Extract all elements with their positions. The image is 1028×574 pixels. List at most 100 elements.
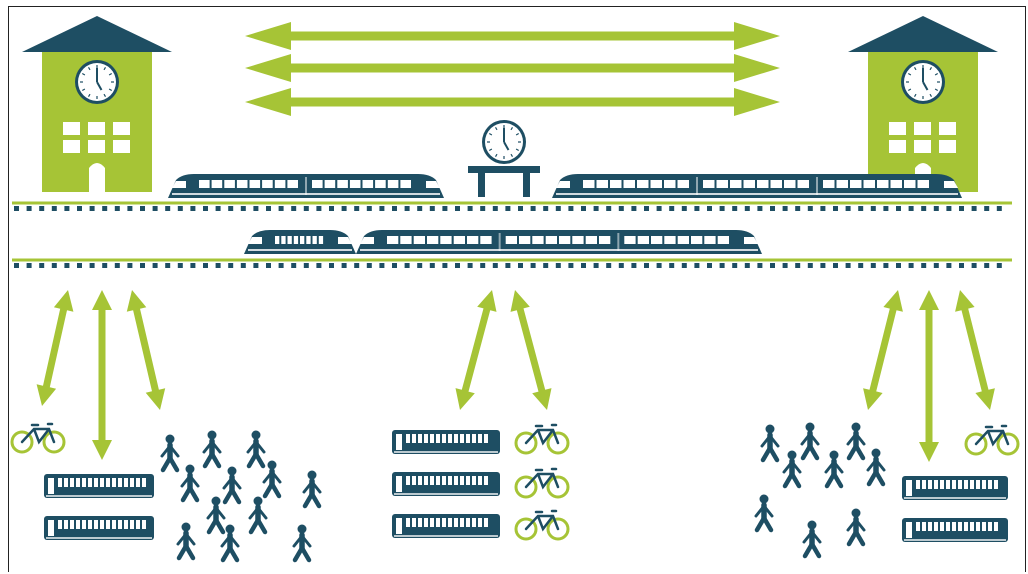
sleeper <box>253 206 259 211</box>
bus-window <box>58 520 62 529</box>
bus-door <box>396 434 402 450</box>
sleeper <box>883 263 889 268</box>
person-legs <box>222 487 242 505</box>
sleeper <box>480 263 486 268</box>
sleeper <box>530 263 536 268</box>
train-window <box>623 180 635 188</box>
clock-tick <box>515 132 520 136</box>
bus-stripe <box>394 535 498 537</box>
train-icon <box>168 174 444 198</box>
clock-tick <box>494 153 498 158</box>
bicycle-icon <box>514 423 570 455</box>
sleeper <box>770 263 775 268</box>
sleeper <box>984 206 990 211</box>
sleeper <box>291 263 297 268</box>
pedestrian-icon <box>846 422 866 461</box>
sleeper <box>228 263 234 268</box>
sleeper <box>417 263 423 268</box>
sleeper <box>316 263 322 268</box>
sleeper <box>921 263 927 268</box>
window <box>113 122 130 135</box>
clock-icon <box>482 120 526 164</box>
sleeper <box>694 263 700 268</box>
clock-tick <box>87 93 91 98</box>
pedestrian-icon <box>176 522 196 561</box>
sleeper <box>215 263 221 268</box>
train-window <box>664 180 676 188</box>
person-legs <box>802 541 822 559</box>
clock-tick <box>913 93 917 98</box>
bus-window <box>88 520 92 529</box>
person-arms <box>802 530 822 544</box>
train-window <box>400 180 411 188</box>
sleeper <box>770 206 775 211</box>
train-window <box>349 180 361 188</box>
bus-window <box>454 518 458 527</box>
bus-window <box>976 480 980 489</box>
clock-tick <box>913 66 917 71</box>
train-window <box>904 180 916 188</box>
sleeper <box>467 263 473 268</box>
bus-window <box>82 478 86 487</box>
bus-window <box>430 434 434 443</box>
station-roof <box>848 16 998 52</box>
bus-window <box>460 518 464 527</box>
train-window <box>637 180 649 188</box>
bus-window <box>940 480 944 489</box>
pedestrian-icon <box>160 434 180 473</box>
pedestrian-icon <box>206 496 226 535</box>
train-window <box>453 236 465 244</box>
sleeper <box>379 263 385 268</box>
bus-window <box>418 518 422 527</box>
train-window <box>877 180 889 188</box>
person-head <box>225 524 235 534</box>
bike-frame <box>524 509 560 532</box>
cab-window <box>556 181 570 188</box>
bus-window <box>484 476 488 485</box>
bike-wheel <box>514 475 538 499</box>
sleeper <box>782 206 788 211</box>
person-arms <box>160 444 180 458</box>
bus-window <box>64 478 68 487</box>
train-window <box>704 236 716 244</box>
train-icon <box>244 230 356 254</box>
train-window <box>717 236 729 244</box>
clock-tick <box>510 153 514 158</box>
bus-stripe <box>46 537 152 539</box>
bicycle-icon <box>514 467 570 499</box>
station-windows <box>63 122 130 153</box>
train-window <box>505 236 517 244</box>
sleeper <box>492 206 498 211</box>
sleeper <box>530 206 536 211</box>
person-head <box>251 430 261 440</box>
bus-window <box>958 522 962 531</box>
pedestrian-icon <box>248 496 268 535</box>
sleeper <box>177 263 183 268</box>
bus-window <box>94 478 98 487</box>
train-window <box>519 236 531 244</box>
sleeper <box>442 206 448 211</box>
bus-window <box>946 480 950 489</box>
double-arrow <box>92 290 112 460</box>
sleeper <box>593 206 599 211</box>
pedestrian-icon <box>800 422 820 461</box>
bike-wheel <box>514 517 538 541</box>
double-arrow <box>510 290 552 410</box>
cab-window <box>172 181 186 188</box>
train-stripe <box>556 193 958 195</box>
sleeper <box>933 263 939 268</box>
sleeper <box>64 263 70 268</box>
train-window <box>337 180 348 188</box>
train-stripe <box>360 249 758 251</box>
bus-stripe <box>904 497 1006 499</box>
cab-window <box>248 237 262 244</box>
sleeper <box>51 263 57 268</box>
train-window <box>863 180 875 188</box>
sleeper <box>555 263 561 268</box>
track-upper <box>12 201 1012 211</box>
train-window <box>532 236 544 244</box>
bus-window <box>946 522 950 531</box>
sleeper <box>946 263 952 268</box>
clock-tick <box>934 88 939 92</box>
station-building-right <box>848 16 998 192</box>
